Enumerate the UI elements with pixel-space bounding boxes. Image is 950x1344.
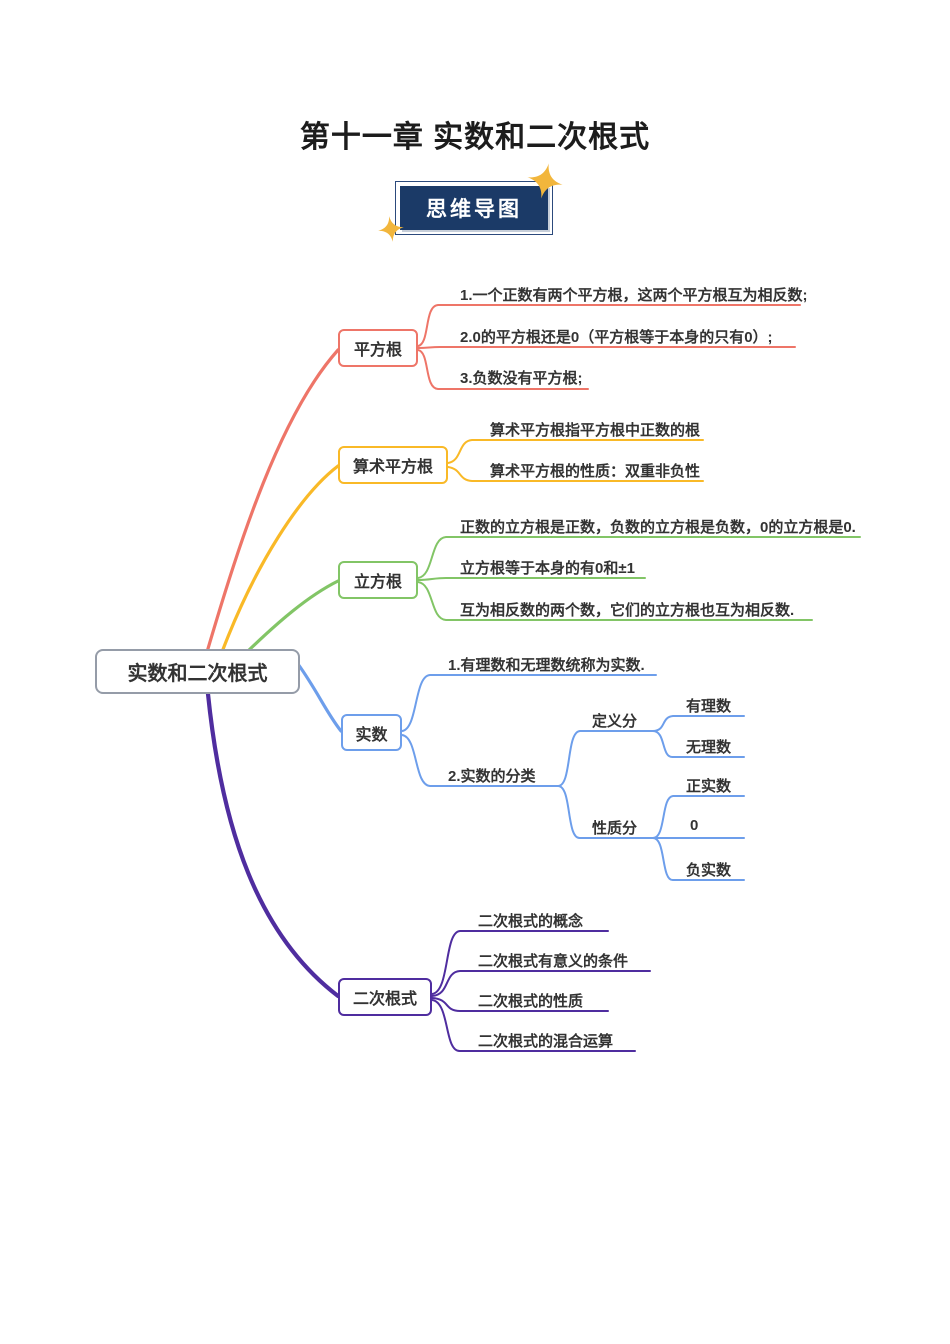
group-label: 性质分: [592, 820, 638, 837]
connector-fenlei-xingzhifen: [557, 785, 654, 840]
connector-lifanggen-leaf: [417, 536, 861, 579]
leaf-text: 二次根式的性质: [478, 993, 584, 1010]
connector-lifanggen-leaf: [417, 577, 646, 581]
leaf-text: 正数的立方根是正数，负数的立方根是负数，0的立方根是0.: [460, 519, 856, 536]
sparkle-icon: [527, 163, 563, 199]
connector-root-pingfanggen: [205, 348, 340, 654]
branch-node-pingfanggen: 平方根: [338, 329, 418, 367]
leaf-text: 负实数: [686, 862, 732, 879]
connector-root-suanshu: [220, 464, 340, 654]
branch-label: 立方根: [353, 574, 402, 591]
leaf-text: 0: [690, 817, 699, 834]
branch-node-erci-genshi: 二次根式: [338, 978, 432, 1016]
leaf-text: 2.实数的分类: [448, 768, 536, 785]
connector-erci-leaf: [431, 997, 609, 1012]
branch-label: 平方根: [353, 342, 402, 359]
leaf-text: 无理数: [686, 739, 732, 756]
connector-pingfanggen-leaf: [417, 304, 801, 347]
branch-label: 算术平方根: [352, 459, 433, 476]
connector-pingfanggen-leaf: [417, 346, 796, 349]
branch-node-shishu: 实数: [341, 714, 402, 751]
branch-node-lifanggen: 立方根: [338, 561, 418, 599]
connector-erci-leaf: [431, 930, 609, 995]
branch-label: 实数: [355, 726, 388, 744]
leaf-text: 1.有理数和无理数统称为实数.: [448, 657, 645, 674]
connector-pingfanggen-leaf: [417, 349, 589, 390]
page-title: 第十一章 实数和二次根式: [299, 121, 651, 154]
mindmap-badge-frame: [395, 181, 553, 235]
connector-suanshu-leaf: [447, 466, 704, 482]
branch-label: 二次根式: [352, 991, 417, 1008]
leaf-text: 二次根式有意义的条件: [478, 953, 629, 970]
connector-shishu-leaf: [401, 674, 657, 732]
mindmap-badge: 思维导图: [400, 186, 548, 230]
connector-suanshu-leaf: [447, 439, 704, 464]
leaf-text: 算术平方根指平方根中正数的根: [490, 422, 701, 439]
leaf-text: 有理数: [686, 698, 732, 715]
connector-shishu-leaf: [401, 734, 559, 787]
connector-fenlei-dingyifen: [557, 730, 654, 787]
leaf-text: 1.一个正数有两个平方根，这两个平方根互为相反数;: [460, 287, 808, 304]
connector-xingzhifen-child: [652, 837, 745, 881]
connector-lifanggen-leaf: [417, 581, 813, 621]
connector-dingyifen-child: [652, 730, 745, 758]
leaf-text: 2.0的平方根还是0（平方根等于本身的只有0）;: [460, 329, 773, 346]
connector-xingzhifen-child: [652, 795, 745, 839]
leaf-text: 立方根等于本身的有0和±1: [460, 560, 635, 577]
root-node: 实数和二次根式: [95, 649, 300, 694]
mindmap-badge-label: 思维导图: [426, 198, 522, 221]
group-label: 定义分: [592, 713, 638, 730]
branch-node-suanshu-pingfanggen: 算术平方根: [338, 446, 448, 484]
connector-root-lifanggen: [245, 579, 340, 654]
connector-root-erci: [205, 691, 341, 999]
leaf-text: 正实数: [686, 778, 732, 795]
connector-erci-leaf: [431, 999, 636, 1053]
sparkle-icon: [378, 216, 404, 242]
connector-dingyifen-child: [652, 715, 745, 732]
leaf-text: 算术平方根的性质：双重非负性: [490, 463, 701, 480]
leaf-text: 二次根式的混合运算: [478, 1033, 614, 1050]
leaf-text: 二次根式的概念: [478, 913, 584, 930]
leaf-text: 3.负数没有平方根;: [460, 370, 583, 387]
leaf-text: 互为相反数的两个数，它们的立方根也互为相反数.: [460, 602, 795, 619]
connector-erci-leaf: [431, 970, 651, 997]
root-node-label: 实数和二次根式: [127, 663, 268, 685]
connector-root-shishu: [296, 662, 343, 733]
